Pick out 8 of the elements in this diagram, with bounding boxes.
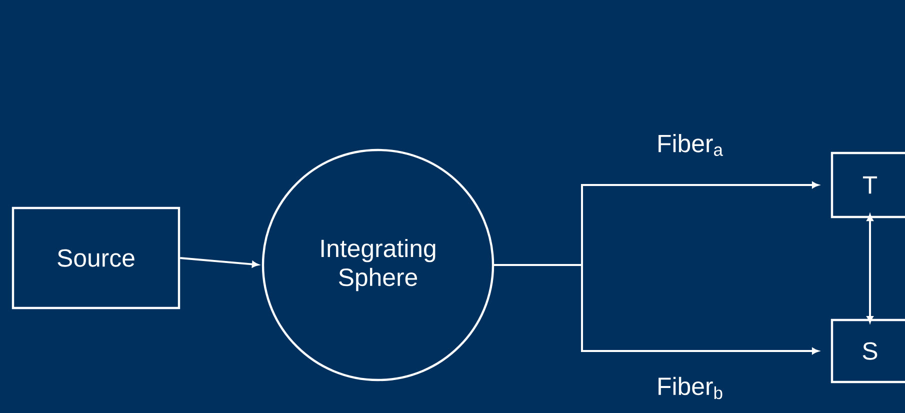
process-box: S xyxy=(830,318,905,384)
edge-label: Fiber$_{a}$ xyxy=(656,133,724,157)
arrow xyxy=(180,257,259,268)
edge-label: Fiber$_{b}$ xyxy=(656,376,724,400)
process-box: Source xyxy=(12,206,180,310)
arrow xyxy=(494,264,819,354)
arrow xyxy=(866,214,874,323)
process-box: T xyxy=(830,152,905,218)
